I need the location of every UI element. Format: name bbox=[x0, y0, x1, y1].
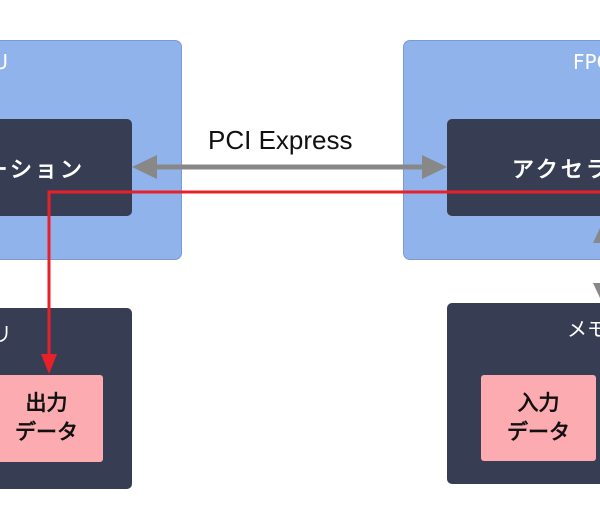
memory-down-arrow bbox=[593, 283, 600, 298]
application-box bbox=[0, 119, 132, 216]
accelerator-label: アクセラレータ bbox=[512, 158, 600, 183]
pci-express-arrow bbox=[132, 155, 447, 179]
data-flow-arrow bbox=[41, 190, 600, 374]
host-memory-label: メモリ bbox=[0, 322, 12, 346]
input-data-box: 入力 データ bbox=[481, 375, 596, 461]
output-data-box: 出力 データ bbox=[0, 375, 103, 462]
input-data-label-1: 入力 bbox=[517, 391, 560, 415]
output-data-label-2: データ bbox=[15, 420, 78, 444]
input-data-label-2: データ bbox=[507, 420, 570, 444]
fpga-memory-label: メモリ bbox=[567, 317, 600, 341]
output-data-label-1: 出力 bbox=[25, 391, 68, 415]
fpga-label: FPGA bbox=[573, 50, 600, 74]
cpu-label: CPU bbox=[0, 50, 8, 74]
application-label: アプリケーション bbox=[0, 158, 85, 183]
pci-express-label: PCI Express bbox=[208, 125, 353, 155]
accelerator-box bbox=[447, 119, 600, 216]
memory-up-arrow bbox=[593, 228, 600, 243]
